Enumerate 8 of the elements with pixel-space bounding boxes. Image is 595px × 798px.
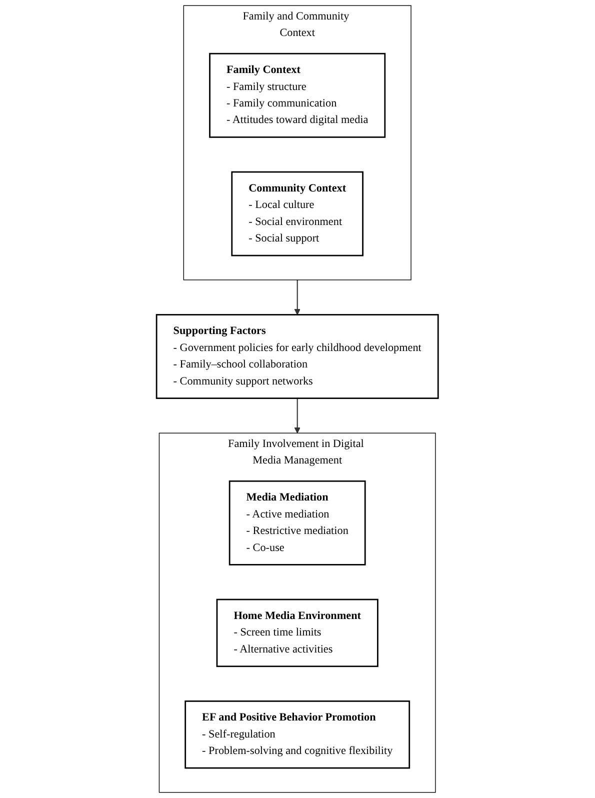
node-box: Media Mediation - Active mediation - Restrictive mediation - Co-use — [229, 480, 366, 566]
node-box: Family Context - Family structure - Family communication - Attitudes toward digital media — [209, 52, 386, 138]
arrow — [294, 280, 301, 316]
node-box: Supporting Factors - Government policies for early childhood development - Family–school collaboration - Community support networks — [156, 314, 439, 399]
node-box: Community Context - Local culture - Social environment - Social support — [231, 171, 364, 256]
node-box: EF and Positive Behavior Promotion - Self-regulation - Problem-solving and cognitive flexibility — [184, 700, 410, 769]
node-box: Home Media Environment - Screen time limits - Alternative activities — [216, 598, 379, 668]
arrow — [294, 398, 301, 434]
